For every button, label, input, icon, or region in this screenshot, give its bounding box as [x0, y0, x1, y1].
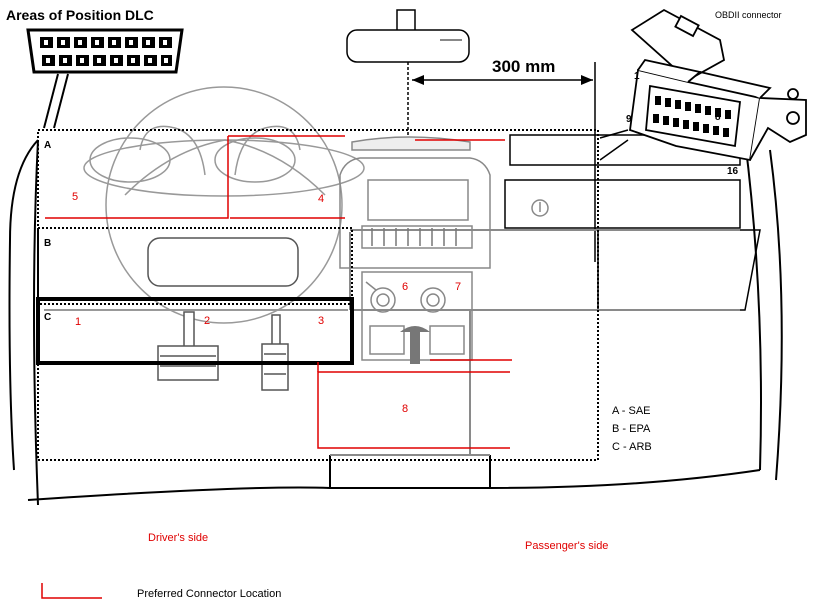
location-number-4: 4 [318, 193, 324, 205]
obd2-connector-illustration [599, 8, 807, 162]
location-number-8: 8 [402, 403, 408, 415]
connector-pin-9: 9 [626, 114, 632, 125]
zone-b-label: B [44, 238, 51, 249]
center-console [339, 136, 549, 361]
zone-c-label: C [44, 312, 51, 323]
legend-item-sae: A - SAE [612, 405, 651, 417]
location-number-5-driver: 5 [72, 191, 78, 203]
dashboard-outline [8, 134, 783, 506]
dlc-connector-icon [26, 28, 184, 129]
location-number-2: 2 [204, 315, 210, 327]
rearview-mirror [346, 9, 470, 150]
zone-boxes [37, 129, 599, 461]
diagram-title: Areas of Position DLC [6, 7, 154, 23]
zone-b-box [37, 227, 353, 305]
location-number-3: 3 [318, 315, 324, 327]
gear-shifter [400, 326, 430, 364]
drivers-side-label: Driver's side [148, 532, 208, 544]
location-number-7: 7 [455, 281, 461, 293]
dashboard-gray-detail [330, 229, 740, 456]
red-location-outlines [45, 135, 512, 449]
zone-a-box [37, 129, 599, 461]
location-number-6: 6 [402, 281, 408, 293]
dimension-label: 300 mm [492, 57, 555, 76]
dimension-300mm [412, 62, 596, 262]
connector-pin-16: 16 [727, 166, 739, 177]
connector-pin-1: 1 [634, 71, 640, 82]
zone-a-label: A [44, 140, 51, 151]
zone-c-box [36, 297, 354, 365]
preferred-location-label: Preferred Connector Location [137, 588, 281, 600]
connector-pin-8: 8 [715, 112, 721, 123]
passengers-side-label: Passenger's side [525, 540, 608, 552]
legend-item-epa: B - EPA [612, 423, 651, 435]
connector-inset-title: OBDII connector [715, 10, 782, 20]
legend-item-arb: C - ARB [612, 441, 652, 453]
preferred-location-swatch [41, 583, 102, 599]
location-number-1: 1 [75, 316, 81, 328]
steering-wheel [83, 86, 365, 324]
